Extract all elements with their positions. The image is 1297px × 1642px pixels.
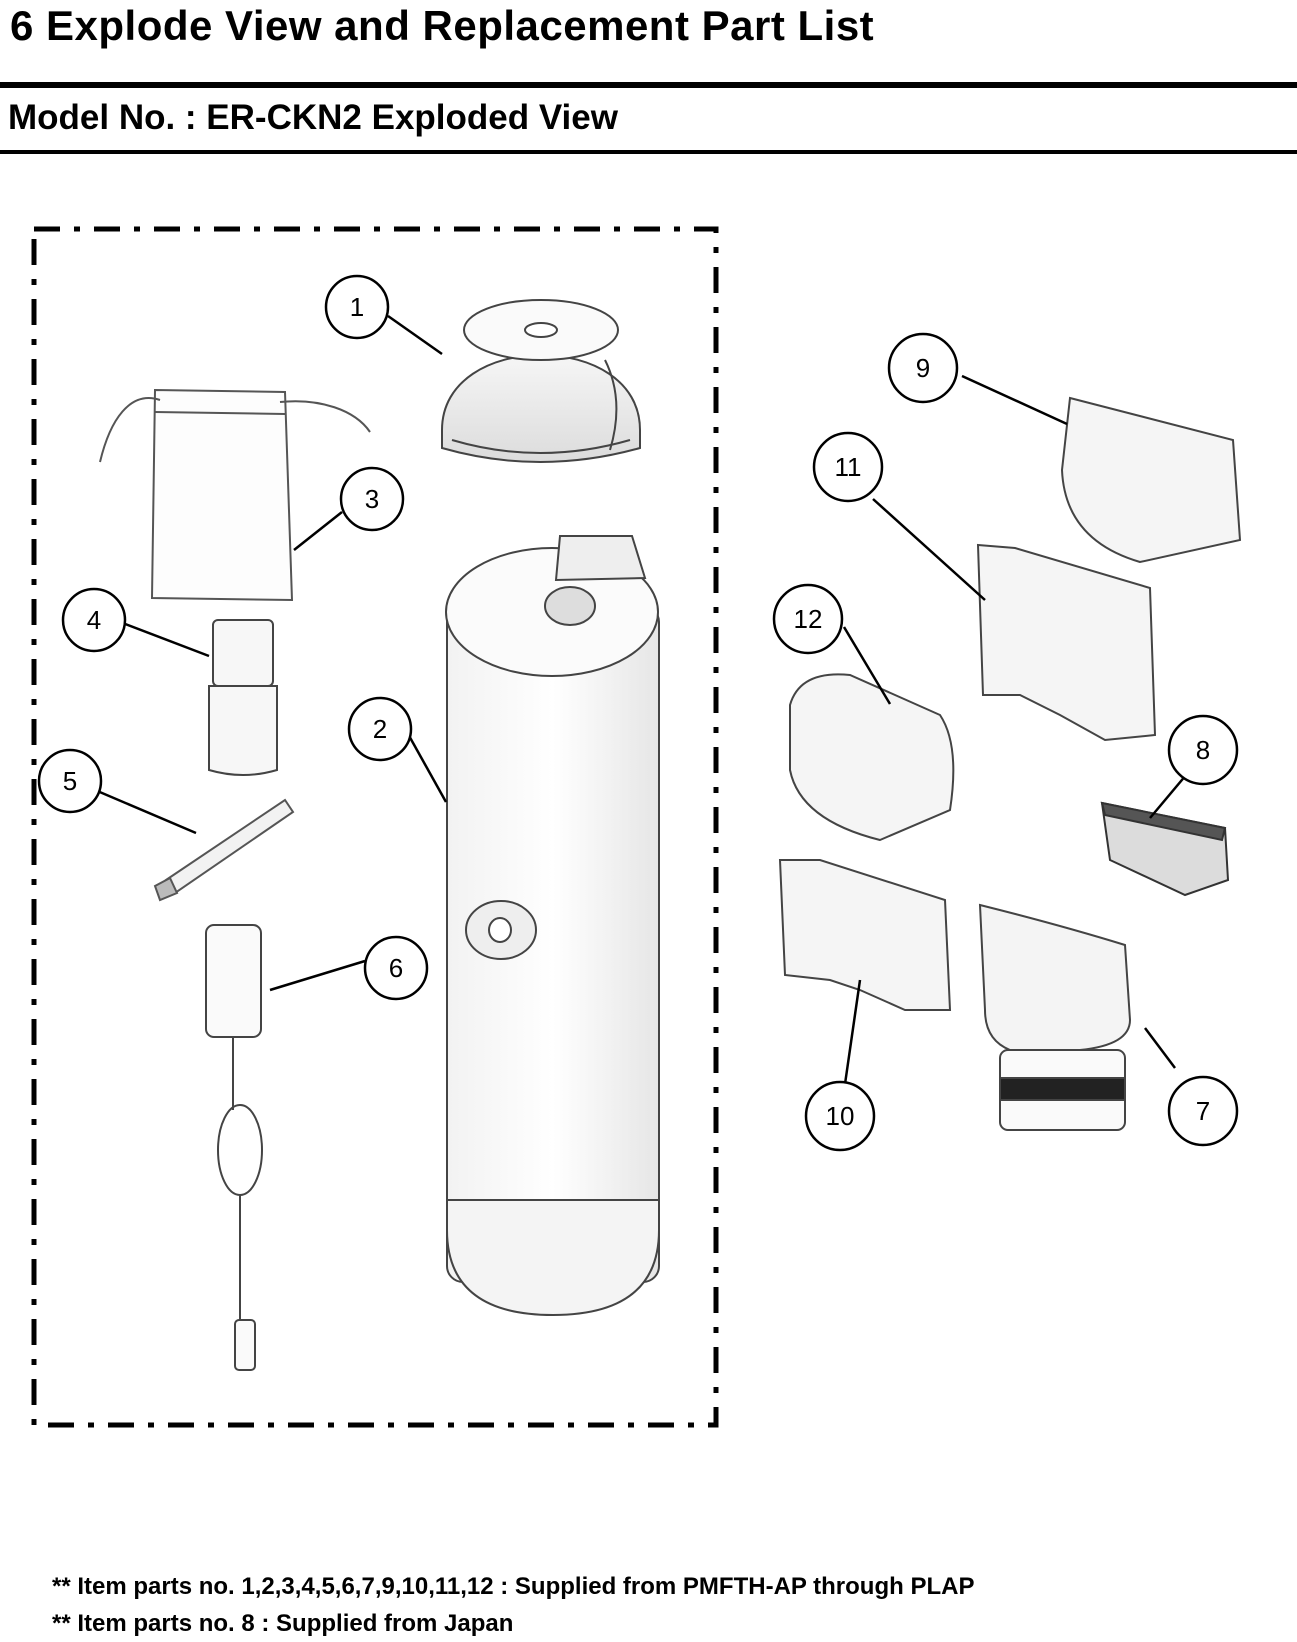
part-trimmer-head [978,903,1132,1131]
svg-text:2: 2 [373,714,387,744]
callout-3: 3 [339,466,405,532]
part-ac-adaptor [205,924,263,1371]
callout-8: 8 [1167,714,1239,786]
svg-text:1: 1 [350,292,364,322]
svg-text:5: 5 [63,766,77,796]
supply-notes: ** Item parts no. 1,2,3,4,5,6,7,9,10,11,… [52,1568,974,1642]
part-main-body [445,535,660,1317]
callout-2: 2 [347,696,413,762]
title-divider [0,82,1297,88]
svg-text:4: 4 [87,605,101,635]
part-oil-bottle [208,619,278,776]
part-cleaning-brush [153,798,295,902]
main-unit-boundary [31,226,719,1428]
svg-text:7: 7 [1196,1096,1210,1126]
svg-text:11: 11 [835,452,862,482]
callout-10: 10 [804,1080,876,1152]
svg-text:10: 10 [826,1101,855,1131]
part-cap [441,299,641,463]
svg-text:8: 8 [1196,735,1210,765]
section-subtitle: Model No. : ER-CKN2 Exploded View [8,98,618,137]
svg-text:6: 6 [389,953,403,983]
subtitle-divider [0,150,1297,154]
part-pouch [99,388,371,602]
svg-text:3: 3 [365,484,379,514]
supply-note: ** Item parts no. 1,2,3,4,5,6,7,9,10,11,… [52,1573,975,1600]
callout-6: 6 [363,935,429,1001]
callout-1: 1 [324,274,390,340]
leader-lines [94,314,1198,1085]
part-blade [1100,801,1230,897]
callout-12: 12 [772,583,844,655]
svg-text:12: 12 [794,604,823,634]
callout-9: 9 [887,332,959,404]
part-comb-11 [976,543,1157,742]
part-comb-9 [1060,396,1242,564]
callout-4: 4 [61,587,127,653]
svg-text:9: 9 [916,353,930,383]
supply-note: ** Item parts no. 8 : Supplied from Japa… [52,1610,514,1637]
callout-7: 7 [1167,1075,1239,1147]
part-comb-10 [778,859,952,1011]
page-title: 6 Explode View and Replacement Part List [10,2,875,49]
callout-11: 11 [812,431,884,503]
part-comb-12 [789,673,955,842]
callout-5: 5 [37,748,103,814]
